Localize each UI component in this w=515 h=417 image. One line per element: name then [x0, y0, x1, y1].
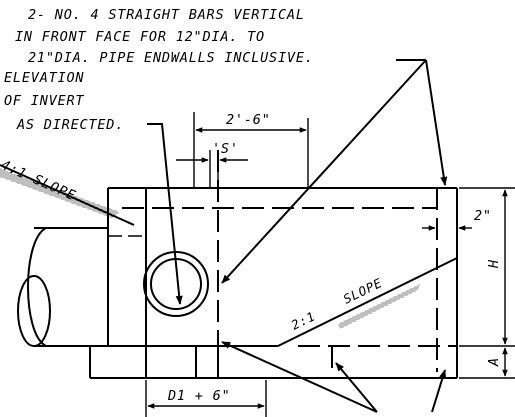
pipe-end-outer-arc — [27, 227, 47, 347]
invert-note-line-2: OF INVERT — [4, 93, 84, 109]
left-slope-line — [0, 164, 135, 226]
dim-a-label: A — [486, 357, 502, 367]
right-slope-word: SLOPE — [341, 275, 385, 307]
bars-leader-arrow-2 — [425, 59, 448, 186]
dim-d1-label: D1 + 6" — [167, 388, 231, 404]
right-slope-line — [277, 257, 458, 347]
dim-2in-label: 2" — [474, 208, 492, 224]
dim-top-width-label: 2'-6" — [226, 112, 271, 128]
dim-h-label: H — [486, 259, 502, 269]
invert-note-line-3: AS DIRECTED. — [16, 117, 124, 133]
right-ground-hatch — [338, 284, 420, 329]
bottom-leader-arrow-1 — [221, 341, 378, 413]
bottom-leader-arrow-2 — [335, 362, 378, 413]
bars-note-line-1: 2- NO. 4 STRAIGHT BARS VERTICAL — [28, 7, 305, 23]
bottom-leader-arrow-3 — [431, 369, 447, 413]
pipe-opening-outer — [143, 251, 209, 317]
dim-s-label: 'S' — [212, 141, 239, 157]
bars-note-line-2: IN FRONT FACE FOR 12"DIA. TO — [15, 29, 265, 45]
invert-leader-arrow — [147, 123, 183, 305]
pipe-opening-inner — [150, 258, 202, 310]
bars-note-line-3: 21"DIA. PIPE ENDWALLS INCLUSIVE. — [28, 50, 314, 66]
pipe-end-ellipse — [17, 275, 51, 347]
bars-leader-arrow-1 — [221, 59, 427, 284]
invert-note-line-1: ELEVATION — [4, 70, 84, 86]
